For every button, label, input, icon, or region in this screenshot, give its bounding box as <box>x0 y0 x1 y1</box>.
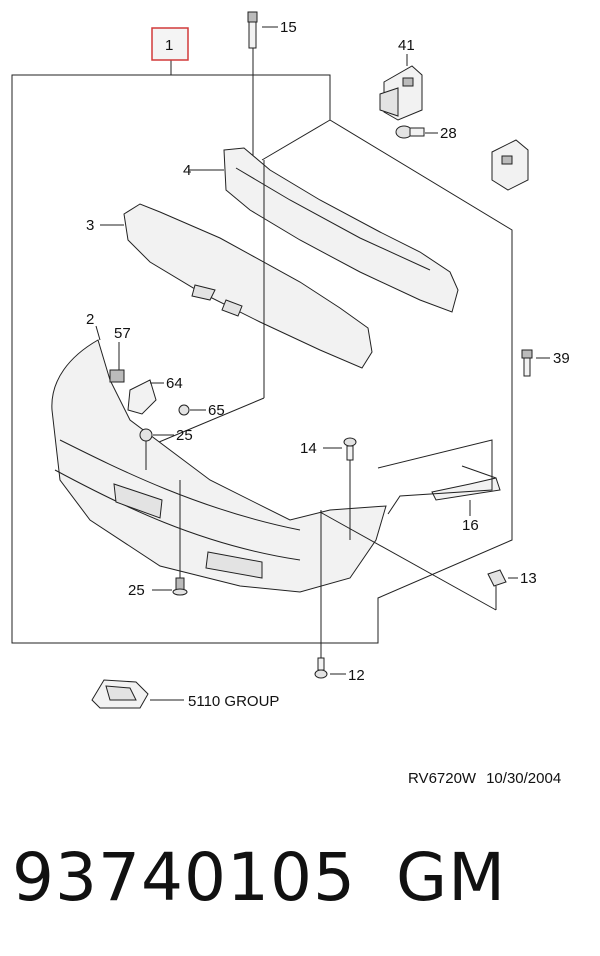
clip-57 <box>109 369 125 383</box>
callout-group: 5110 GROUP <box>188 693 279 710</box>
reinforcement-4 <box>223 147 459 313</box>
nut-13 <box>487 569 507 587</box>
callout-39: 39 <box>553 350 570 367</box>
callout-25-lower: 25 <box>128 582 145 599</box>
callout-64: 64 <box>166 375 183 392</box>
callout-25-upper: 25 <box>176 427 193 444</box>
clip-25-upper <box>139 428 153 442</box>
callout-16: 16 <box>462 517 479 534</box>
bracket-right <box>491 139 529 191</box>
callout-12: 12 <box>348 667 365 684</box>
callout-1: 1 <box>165 37 173 54</box>
callout-65: 65 <box>208 402 225 419</box>
callout-1-box <box>151 27 189 61</box>
clip-25-lower <box>172 577 188 596</box>
assembly-outline <box>11 74 513 644</box>
callout-13: 13 <box>520 570 537 587</box>
callout-28: 28 <box>440 125 457 142</box>
bolt-15 <box>247 11 258 170</box>
drawing-reference: RV6720W 10/30/2004 <box>408 770 571 787</box>
bracket-41 <box>379 65 423 121</box>
screw-14 <box>343 437 357 461</box>
bracket-64 <box>127 379 157 415</box>
callout-57: 57 <box>114 325 131 342</box>
bracket-16 <box>431 477 501 501</box>
screw-12 <box>314 657 328 679</box>
part-number-caption: 93740105 GM <box>12 838 546 918</box>
drawing-code: RV6720W <box>408 770 477 787</box>
part-number: 93740105 <box>12 839 356 916</box>
callout-41: 41 <box>398 37 415 54</box>
drawing-date: 10/30/2004 <box>486 770 562 787</box>
absorber-3 <box>123 203 373 369</box>
callout-2: 2 <box>86 311 94 328</box>
callout-3: 3 <box>86 217 94 234</box>
callout-15: 15 <box>280 19 297 36</box>
callout-4: 4 <box>183 162 191 179</box>
brand: GM <box>395 839 507 916</box>
bolt-28 <box>395 125 425 139</box>
bolt-39 <box>521 349 533 377</box>
exploded-parts-diagram: 1 15 41 28 4 3 2 <box>11 11 570 710</box>
screw-65 <box>178 404 190 416</box>
callout-14: 14 <box>300 440 317 457</box>
